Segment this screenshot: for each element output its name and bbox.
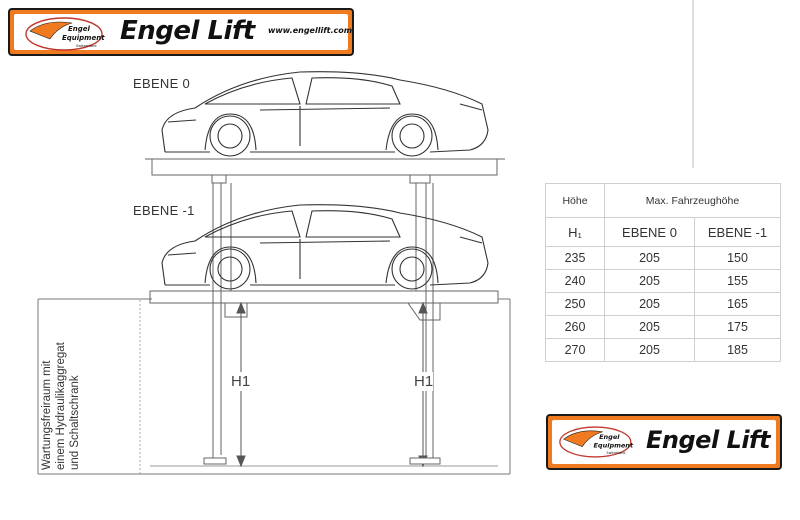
car-lower [161, 204, 489, 290]
vehicle-height-table: Höhe Max. Fahrzeughöhe H₁ EBENE 0 EBENE … [545, 183, 781, 362]
maintenance-space-note: Wartungsfreiraum mit einem Hydraulikaggr… [41, 342, 81, 470]
engel-lift-logo-bottom: Engel Equipment Switzerland Engel Lift [546, 414, 782, 470]
header-max-vehicle-height: Max. Fahrzeughöhe [604, 183, 781, 218]
website-url[interactable]: www.engellift.com [268, 26, 353, 35]
svg-text:Engel: Engel [599, 433, 620, 441]
svg-text:Equipment: Equipment [593, 442, 633, 450]
engel-lift-logo-top: Engel Equipment Switzerland Engel Lift w… [8, 8, 354, 56]
level-label-bottom: EBENE -1 [133, 203, 195, 218]
brand-name: Engel Lift [120, 16, 255, 46]
header-height: Höhe [545, 183, 605, 218]
car-upper [161, 71, 489, 157]
lift-columns [212, 183, 434, 464]
column-feet [203, 457, 441, 465]
svg-text:Switzerland: Switzerland [607, 451, 626, 455]
svg-text:Engel: Engel [68, 25, 91, 33]
brand-name: Engel Lift [646, 426, 770, 454]
upper-platform [145, 158, 505, 184]
subheader-level-minus-1: EBENE -1 [694, 217, 781, 247]
h1-label-right: H1 [414, 372, 434, 391]
engel-equipment-emblem: Engel Equipment Switzerland [559, 426, 634, 458]
svg-text:Equipment: Equipment [62, 34, 105, 42]
pit-outline [37, 298, 511, 475]
subheader-h1: H₁ [545, 217, 605, 247]
svg-text:Switzerland: Switzerland [76, 44, 96, 48]
lower-platform [149, 290, 499, 321]
subheader-level-0: EBENE 0 [604, 217, 695, 247]
level-label-top: EBENE 0 [133, 76, 191, 91]
engel-equipment-emblem: Engel Equipment Switzerland [25, 17, 105, 51]
h1-label-left: H1 [231, 372, 251, 391]
